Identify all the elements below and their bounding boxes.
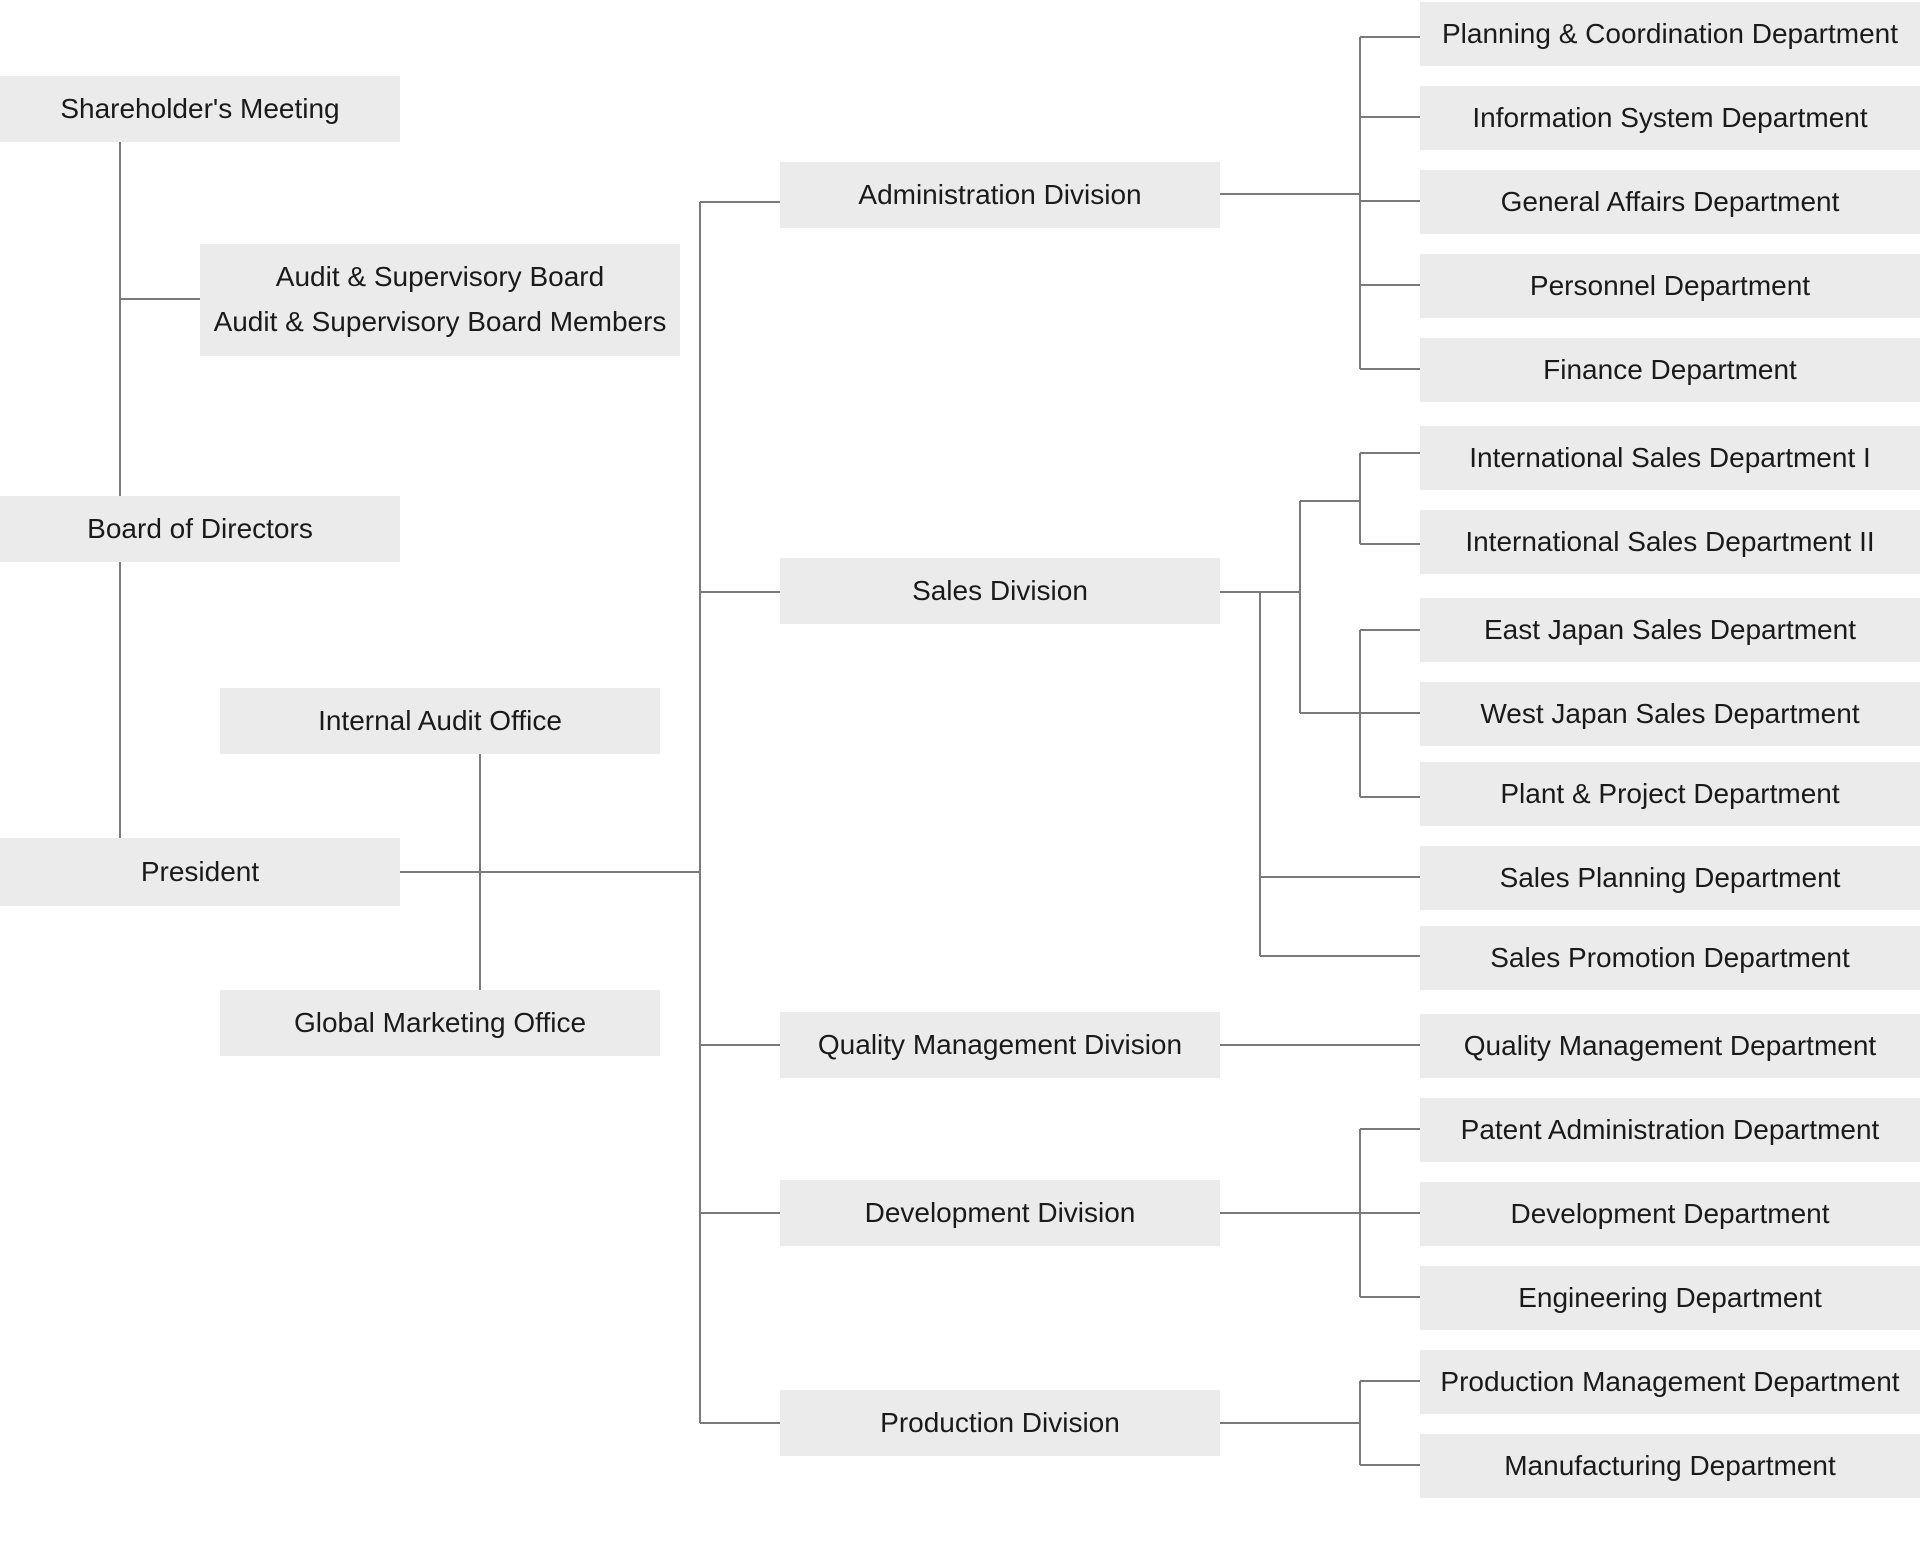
department-label: Sales Promotion Department: [1490, 941, 1850, 973]
department-label: Plant & Project Department: [1500, 777, 1840, 809]
administration-division-box: Administration Division: [780, 162, 1220, 228]
president-box: President: [0, 838, 400, 906]
planning-coordination-department-box: Planning & Coordination Department: [1420, 2, 1920, 66]
quality-management-division-label: Quality Management Division: [817, 1028, 1183, 1060]
department-label: Quality Management Department: [1463, 1029, 1877, 1061]
global-marketing-office-label: Global Marketing Office: [293, 1006, 587, 1038]
audit-board-members-label: Audit & Supervisory Board Members: [213, 306, 667, 337]
department-label: Personnel Department: [1529, 269, 1811, 301]
quality-management-division-box: Quality Management Division: [780, 1012, 1220, 1078]
department-label: West Japan Sales Department: [1480, 697, 1860, 729]
department-label: Production Management Department: [1440, 1365, 1900, 1397]
shareholders-meeting-box: Shareholder's Meeting: [0, 76, 400, 142]
department-label: Information System Department: [1472, 101, 1868, 133]
department-label: Patent Administration Department: [1460, 1113, 1880, 1145]
development-division-label: Development Division: [864, 1196, 1136, 1228]
manufacturing-department-box: Manufacturing Department: [1420, 1434, 1920, 1498]
department-label: International Sales Department I: [1469, 441, 1871, 473]
personnel-department-box: Personnel Department: [1420, 254, 1920, 318]
development-department-box: Development Department: [1420, 1182, 1920, 1246]
production-management-department-box: Production Management Department: [1420, 1350, 1920, 1414]
president-label: President: [140, 855, 260, 887]
patent-administration-department-box: Patent Administration Department: [1420, 1098, 1920, 1162]
department-label: Planning & Coordination Department: [1441, 17, 1899, 49]
department-label: General Affairs Department: [1500, 185, 1840, 217]
internal-audit-office-box: Internal Audit Office: [220, 688, 660, 754]
sales-division-box: Sales Division: [780, 558, 1220, 624]
information-system-department-box: Information System Department: [1420, 86, 1920, 150]
international-sales-department-1-box: International Sales Department I: [1420, 426, 1920, 490]
engineering-department-box: Engineering Department: [1420, 1266, 1920, 1330]
department-label: Sales Planning Department: [1499, 861, 1841, 893]
board-of-directors-box: Board of Directors: [0, 496, 400, 562]
finance-department-box: Finance Department: [1420, 338, 1920, 402]
west-japan-sales-department-box: West Japan Sales Department: [1420, 682, 1920, 746]
department-label: Development Department: [1510, 1197, 1830, 1229]
international-sales-department-2-box: International Sales Department II: [1420, 510, 1920, 574]
department-label: Manufacturing Department: [1504, 1449, 1836, 1481]
sales-division-label: Sales Division: [912, 574, 1088, 606]
audit-board-label: Audit & Supervisory Board: [275, 261, 605, 293]
general-affairs-department-box: General Affairs Department: [1420, 170, 1920, 234]
sales-planning-department-box: Sales Planning Department: [1420, 846, 1920, 910]
department-label: East Japan Sales Department: [1484, 613, 1856, 645]
global-marketing-office-box: Global Marketing Office: [220, 990, 660, 1056]
production-division-box: Production Division: [780, 1390, 1220, 1456]
quality-management-department-box: Quality Management Department: [1420, 1014, 1920, 1078]
east-japan-sales-department-box: East Japan Sales Department: [1420, 598, 1920, 662]
board-of-directors-label: Board of Directors: [87, 512, 313, 544]
audit-supervisory-board-box: Audit & Supervisory Board Audit & Superv…: [200, 244, 680, 356]
department-label: International Sales Department II: [1465, 525, 1875, 557]
plant-project-department-box: Plant & Project Department: [1420, 762, 1920, 826]
department-label: Engineering Department: [1518, 1281, 1822, 1313]
sales-promotion-department-box: Sales Promotion Department: [1420, 926, 1920, 990]
internal-audit-office-label: Internal Audit Office: [318, 704, 562, 736]
production-division-label: Production Division: [880, 1406, 1120, 1438]
shareholders-meeting-label: Shareholder's Meeting: [60, 92, 340, 124]
department-label: Finance Department: [1543, 353, 1797, 385]
administration-division-label: Administration Division: [858, 178, 1142, 210]
development-division-box: Development Division: [780, 1180, 1220, 1246]
